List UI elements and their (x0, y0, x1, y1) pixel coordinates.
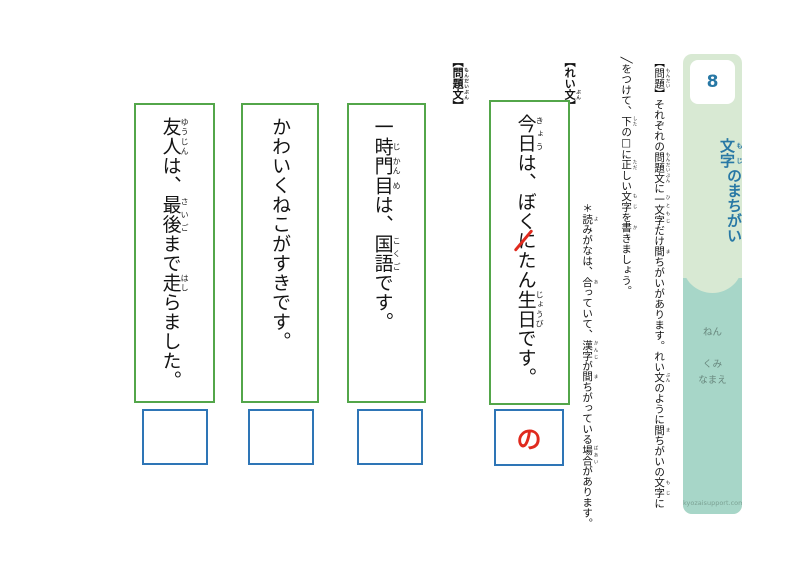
field-label-class: くみ (702, 359, 723, 370)
problem-section-label: 【問題文もんだいぶん】 (451, 56, 469, 111)
instruction-line-1: 【問題もんだい】それぞれの問題文もんだいぶんに一文字ひともじだけ間まちがいがあり… (653, 57, 671, 509)
problem-3-sentence-box: 友人ゆうじんは、最後さいごまで走はしらました。 (134, 103, 215, 403)
worksheet-title: 文字もじのまちがい (718, 138, 742, 243)
problem-2-sentence: かわいくねこがすきです。 (269, 117, 292, 351)
worksheet-number-badge: 8 (690, 60, 735, 104)
example-answer-box[interactable]: の (494, 409, 564, 466)
instruction-line-2: ╱をつけて、下したの□に正ただしい文字もじを書かきましょう。 (620, 57, 638, 296)
field-label-name: なまえ (698, 375, 727, 386)
problem-1-answer-box[interactable] (357, 409, 423, 465)
example-answer: の (516, 424, 542, 454)
problem-3-answer-box[interactable] (142, 409, 208, 465)
title-banner: 8 文字もじのまちがい ねん くみ なまえ kyozaisupport.com (683, 54, 742, 514)
problem-2-answer-box[interactable] (248, 409, 314, 465)
banner-curve-decoration (683, 237, 742, 293)
problem-1-sentence: 一時じ門かん目めは、国語こくごです。 (371, 117, 402, 332)
example-sentence: 今日きょうは、ぼくにたん生日じょうびです。 (514, 114, 545, 387)
example-sentence-box: 今日きょうは、ぼくにたん生日じょうびです。 (489, 100, 570, 405)
worksheet-number: 8 (706, 72, 719, 92)
problem-2-sentence-box: かわいくねこがすきです。 (241, 103, 319, 403)
problem-3-sentence: 友人ゆうじんは、最後さいごまで走はしらました。 (159, 117, 190, 390)
name-fields-panel (683, 278, 742, 514)
wrong-character-mark: に (514, 231, 537, 251)
site-credit: kyozaisupport.com (683, 499, 742, 507)
field-label-year: ねん (702, 327, 722, 338)
problem-1-sentence-box: 一時じ門かん目めは、国語こくごです。 (347, 103, 426, 403)
instruction-note: ＊読よみがなは、合あっていて、漢字かんじが間まちがっている場合ばあいがあります。 (581, 203, 599, 529)
